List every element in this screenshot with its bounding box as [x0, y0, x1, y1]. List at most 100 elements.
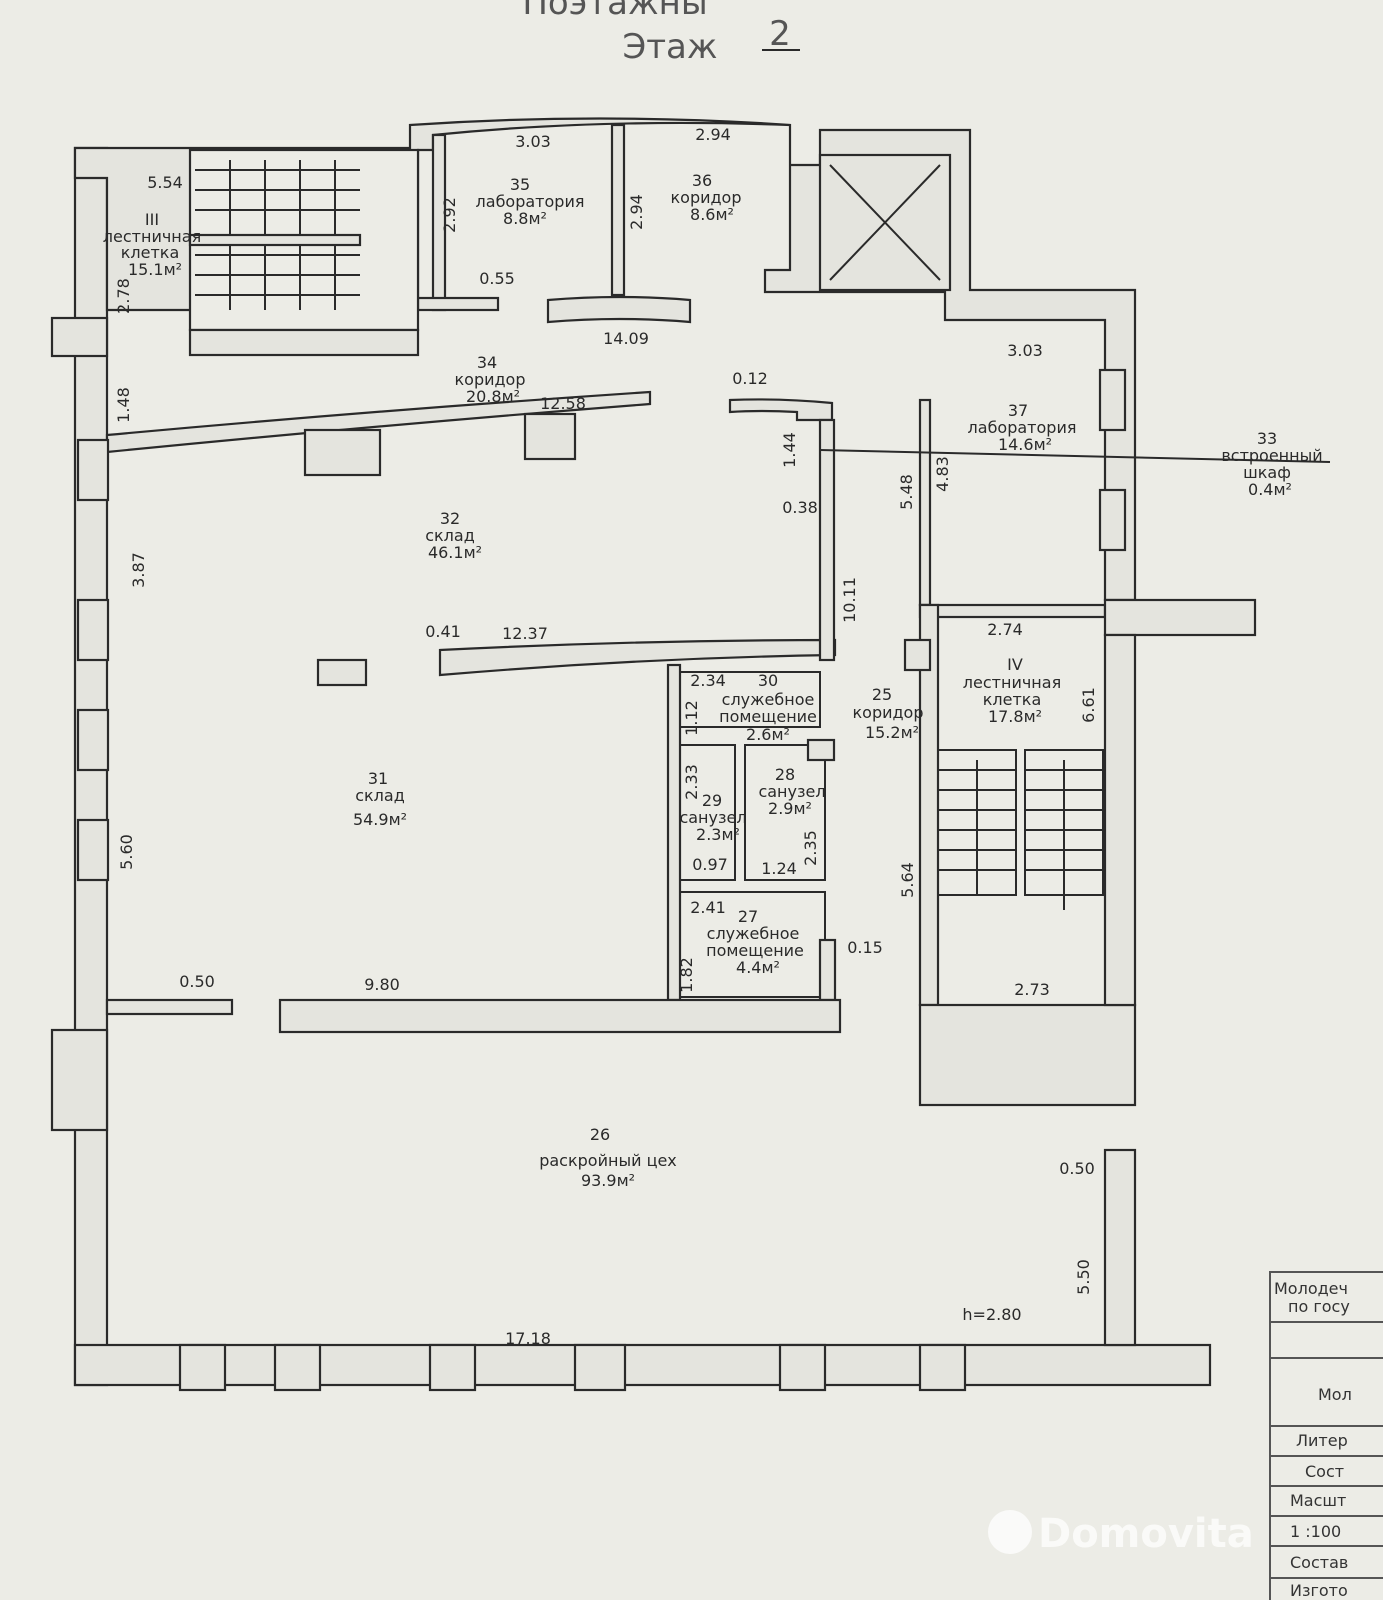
svg-text:Масшт: Масшт — [1290, 1491, 1346, 1510]
svg-text:37: 37 — [1008, 401, 1028, 420]
svg-text:лаборатория: лаборатория — [476, 192, 585, 211]
svg-text:Domovita: Domovita — [1038, 1511, 1254, 1557]
watermark-logo: Domovita — [988, 1510, 1254, 1557]
svg-text:29: 29 — [702, 791, 722, 810]
svg-text:1.82: 1.82 — [677, 957, 696, 993]
svg-text:1.12: 1.12 — [682, 700, 701, 736]
svg-text:0.12: 0.12 — [732, 369, 768, 388]
svg-text:25: 25 — [872, 685, 892, 704]
svg-text:клетка: клетка — [121, 243, 180, 262]
svg-text:5.48: 5.48 — [897, 474, 916, 510]
svg-text:5.50: 5.50 — [1074, 1259, 1093, 1295]
svg-text:8.8м²: 8.8м² — [503, 209, 547, 228]
svg-text:9.80: 9.80 — [364, 975, 400, 994]
svg-text:коридор: коридор — [454, 370, 525, 389]
svg-text:34: 34 — [477, 353, 497, 372]
svg-text:лестничная: лестничная — [103, 227, 201, 246]
svg-text:помещение: помещение — [706, 941, 804, 960]
walls — [50, 117, 1331, 1392]
svg-text:5.60: 5.60 — [117, 834, 136, 870]
plan-title: Поэтажны — [522, 0, 707, 23]
dimension-labels: 3.03 2.94 5.54 2.92 2.94 0.55 2.78 14.09… — [114, 125, 1098, 1348]
svg-text:Состав: Состав — [1290, 1553, 1348, 1572]
svg-text:4.4м²: 4.4м² — [736, 958, 780, 977]
svg-text:санузел: санузел — [758, 782, 825, 801]
svg-text:17.18: 17.18 — [505, 1329, 551, 1348]
svg-text:встроенный: встроенный — [1221, 446, 1322, 465]
svg-text:0.4м²: 0.4м² — [1248, 480, 1292, 499]
svg-text:III: III — [145, 210, 159, 229]
svg-text:17.8м²: 17.8м² — [988, 707, 1042, 726]
svg-text:2.74: 2.74 — [987, 620, 1023, 639]
floor-number: 2 — [769, 14, 791, 54]
svg-text:26: 26 — [590, 1125, 610, 1144]
svg-text:Мол: Мол — [1318, 1385, 1352, 1404]
svg-text:14.09: 14.09 — [603, 329, 649, 348]
svg-text:0.97: 0.97 — [692, 855, 728, 874]
svg-text:5.64: 5.64 — [898, 862, 917, 898]
svg-text:2.9м²: 2.9м² — [768, 799, 812, 818]
svg-text:2.35: 2.35 — [801, 830, 820, 866]
floor-label: Этаж — [622, 27, 717, 67]
svg-text:лестничная: лестничная — [963, 673, 1061, 692]
svg-text:12.58: 12.58 — [540, 394, 586, 413]
wall-32-31 — [438, 638, 837, 677]
svg-text:клетка: клетка — [983, 690, 1042, 709]
svg-text:0.55: 0.55 — [479, 269, 515, 288]
svg-text:33: 33 — [1257, 429, 1277, 448]
svg-text:2.92: 2.92 — [440, 197, 459, 233]
wall-corridor-34 — [105, 390, 652, 454]
svg-text:служебное: служебное — [707, 924, 800, 943]
svg-text:служебное: служебное — [722, 690, 815, 709]
svg-text:5.54: 5.54 — [147, 173, 183, 192]
svg-text:46.1м²: 46.1м² — [428, 543, 482, 562]
svg-text:20.8м²: 20.8м² — [466, 387, 520, 406]
svg-text:2.34: 2.34 — [690, 671, 726, 690]
svg-text:помещение: помещение — [719, 707, 817, 726]
title-block: Молодеч по госу Мол Литер Сост Масшт 1 :… — [1269, 1271, 1383, 1600]
svg-text:0.38: 0.38 — [782, 498, 818, 517]
wall-bottom — [73, 1343, 1212, 1387]
svg-text:склад: склад — [355, 786, 405, 805]
svg-text:Сост: Сост — [1305, 1462, 1344, 1481]
svg-text:3.87: 3.87 — [129, 552, 148, 588]
ceiling-height: h=2.80 — [962, 1305, 1021, 1324]
svg-text:1.48: 1.48 — [114, 387, 133, 423]
svg-text:8.6м²: 8.6м² — [690, 205, 734, 224]
svg-text:15.1м²: 15.1м² — [128, 260, 182, 279]
svg-text:1.24: 1.24 — [761, 859, 797, 878]
svg-text:2.94: 2.94 — [627, 194, 646, 230]
svg-text:27: 27 — [738, 907, 758, 926]
svg-text:склад: склад — [425, 526, 475, 545]
svg-text:15.2м²: 15.2м² — [865, 723, 919, 742]
svg-text:1 :100: 1 :100 — [1290, 1522, 1341, 1541]
svg-text:0.50: 0.50 — [1059, 1159, 1095, 1178]
svg-text:30: 30 — [758, 671, 778, 690]
svg-text:4.83: 4.83 — [933, 456, 952, 492]
svg-text:1.44: 1.44 — [780, 432, 799, 468]
svg-text:раскройный цех: раскройный цех — [539, 1151, 677, 1170]
svg-text:коридор: коридор — [852, 703, 923, 722]
svg-text:2.73: 2.73 — [1014, 980, 1050, 999]
svg-text:93.9м²: 93.9м² — [581, 1171, 635, 1190]
svg-text:3.03: 3.03 — [1007, 341, 1043, 360]
svg-text:14.6м²: 14.6м² — [998, 435, 1052, 454]
svg-text:Изгото: Изгото — [1290, 1581, 1348, 1600]
svg-text:2.41: 2.41 — [690, 898, 726, 917]
pilaster — [50, 1028, 109, 1132]
stair-treads-IV — [937, 749, 1104, 910]
